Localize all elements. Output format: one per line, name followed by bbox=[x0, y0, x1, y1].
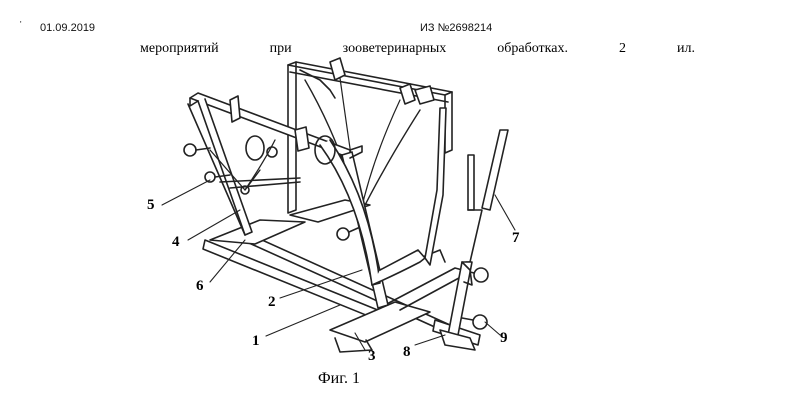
figure-label: 8 bbox=[403, 344, 411, 360]
figure-label: 9 bbox=[500, 330, 508, 346]
figure-label: 6 bbox=[196, 278, 204, 294]
figure-label: 7 bbox=[512, 230, 520, 246]
header-date: 01.09.2019 bbox=[40, 22, 96, 34]
figure-label: 2 bbox=[268, 294, 276, 310]
word: 2 bbox=[618, 41, 626, 56]
base-frame bbox=[202, 199, 481, 353]
word: обработках. bbox=[497, 41, 568, 56]
word: мероприятий bbox=[140, 41, 219, 56]
body-text-line: мероприятий при зооветеринарных обработк… bbox=[140, 41, 695, 57]
eye-bolts bbox=[183, 143, 489, 330]
patent-number: ИЗ №2698214 bbox=[420, 22, 493, 34]
figure-label: 3 bbox=[368, 348, 376, 364]
figure-label: 4 bbox=[172, 234, 180, 250]
cradle bbox=[245, 135, 426, 286]
handle-post bbox=[439, 129, 509, 351]
back-frame bbox=[287, 57, 453, 266]
leader-lines bbox=[161, 179, 516, 351]
figure-caption: Фиг. 1 bbox=[318, 370, 360, 387]
word: ил. bbox=[677, 41, 695, 56]
corner-mark: ' bbox=[20, 20, 22, 29]
word: при bbox=[269, 41, 292, 56]
word: зооветеринарных bbox=[342, 41, 447, 56]
figure-label: 5 bbox=[147, 197, 155, 213]
figure-label: 1 bbox=[252, 333, 260, 349]
